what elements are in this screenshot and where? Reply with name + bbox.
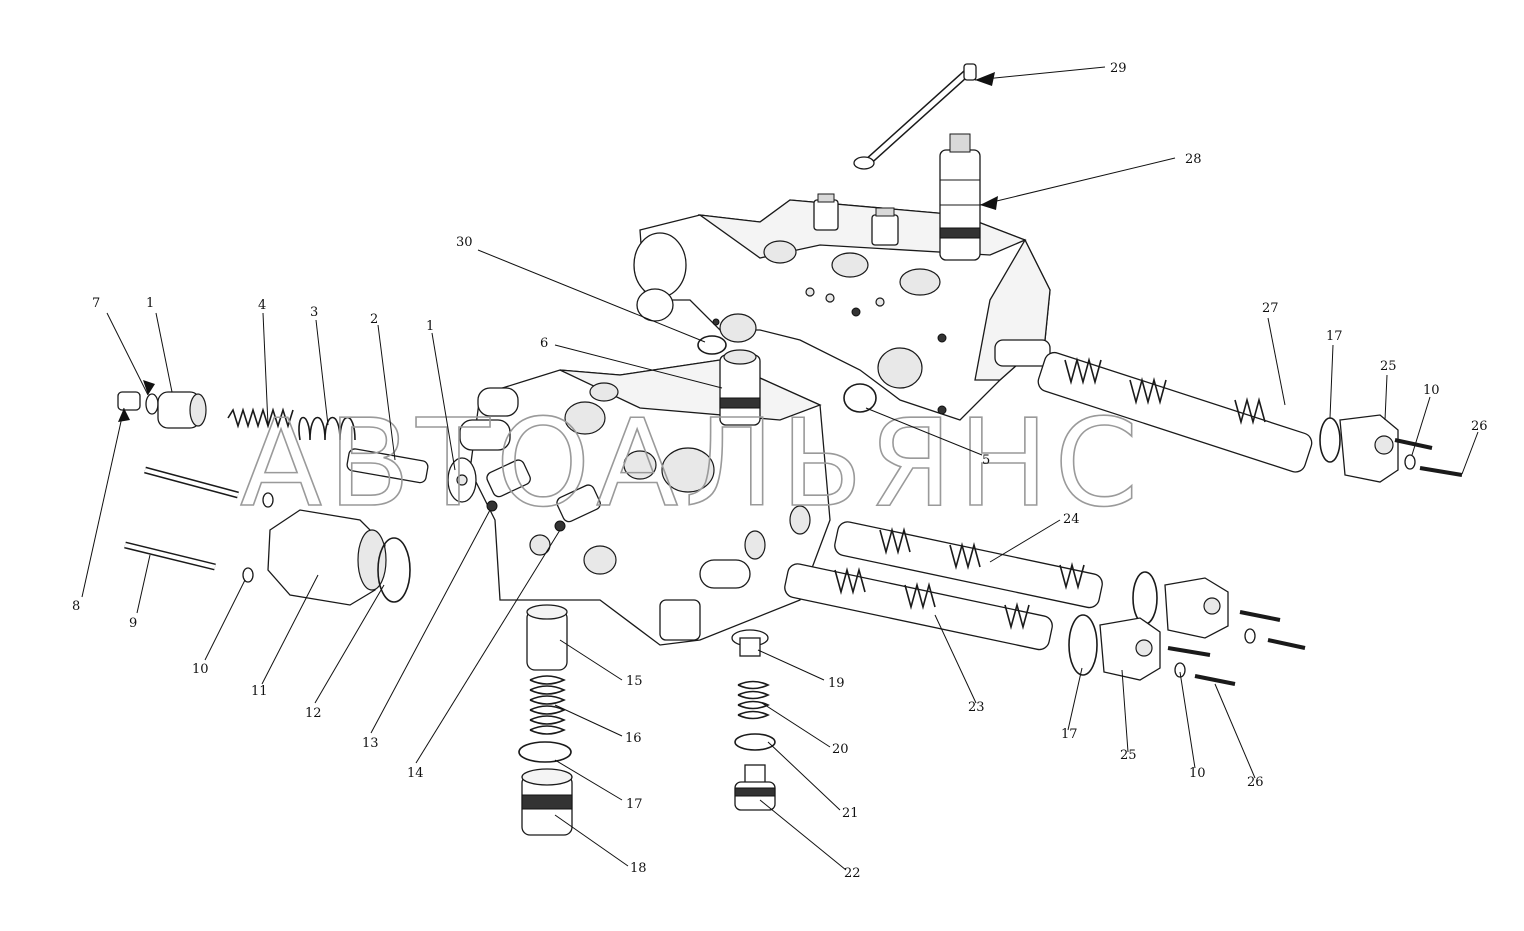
- callout-4: 4: [258, 298, 266, 313]
- callout-25-lower: 25: [1120, 748, 1137, 763]
- part-17-o-ring-lower-b: [1132, 571, 1158, 625]
- callout-27: 27: [1262, 301, 1279, 316]
- part-13-check-valve: [486, 459, 531, 512]
- callout-26-lower: 26: [1247, 775, 1264, 790]
- part-16-spring: [529, 675, 566, 735]
- callout-24: 24: [1063, 512, 1080, 527]
- callout-10-left: 10: [192, 662, 209, 677]
- callout-1-right: 1: [426, 319, 434, 334]
- part-11-housing: [267, 509, 387, 606]
- part-screw-top: [144, 466, 274, 508]
- callout-2: 2: [370, 312, 378, 327]
- part-15-piston: [526, 604, 568, 671]
- callout-5: 5: [982, 453, 990, 468]
- part-9-screw: [124, 541, 216, 571]
- part-17-o-ring-bottom: [518, 741, 572, 763]
- callout-25-upper: 25: [1380, 359, 1397, 374]
- part-10-washer-left: [242, 567, 254, 583]
- leader-lines: [81, 66, 1479, 871]
- part-24-spool: [834, 521, 1103, 609]
- watermark-text: АВТОАЛЬЯНС: [240, 395, 1144, 534]
- callout-19: 19: [828, 676, 845, 691]
- leader-arrowheads: [118, 72, 998, 422]
- part-1-cap-left: [157, 391, 207, 429]
- part-26-screw-lower-c: [1239, 610, 1281, 622]
- part-7-washer: [145, 393, 159, 415]
- callout-22: 22: [844, 866, 861, 881]
- part-26-screw-lower-a: [1167, 646, 1211, 657]
- callout-30: 30: [456, 235, 473, 250]
- callout-13: 13: [362, 736, 379, 751]
- callout-9: 9: [129, 616, 137, 631]
- part-26-screw-upper-a: [1394, 438, 1433, 450]
- part-21-o-ring: [734, 733, 776, 751]
- part-26-screw-lower-d: [1267, 638, 1306, 650]
- part-20-spring: [737, 680, 770, 720]
- part-25-end-cap-lower-a: [1099, 617, 1161, 681]
- part-23-spool: [784, 563, 1053, 651]
- part-12-o-ring: [377, 537, 411, 603]
- part-1-washer-right: [447, 457, 477, 503]
- callout-11: 11: [251, 684, 268, 699]
- part-2-spool-end: [346, 448, 429, 484]
- callout-18: 18: [630, 861, 647, 876]
- lower-valve-body: [459, 359, 831, 646]
- part-18-plug: [521, 768, 573, 836]
- part-30-o-ring: [697, 335, 727, 355]
- callout-8: 8: [72, 599, 80, 614]
- callout-17-upper: 17: [1326, 329, 1343, 344]
- callout-6: 6: [540, 336, 548, 351]
- part-29-bolt: [853, 63, 977, 170]
- callout-23: 23: [968, 700, 985, 715]
- part-5-o-ring: [843, 383, 877, 413]
- part-10-washer-upper: [1404, 454, 1416, 470]
- callout-15: 15: [626, 674, 643, 689]
- part-26-screw-upper-b: [1419, 466, 1463, 477]
- callout-10-lower: 10: [1189, 766, 1206, 781]
- callout-28: 28: [1185, 152, 1202, 167]
- callout-14: 14: [407, 766, 424, 781]
- part-14-check-valve: [554, 484, 601, 532]
- part-17-o-ring-lower: [1068, 614, 1098, 676]
- callout-16: 16: [625, 731, 642, 746]
- part-26-screw-lower-b: [1194, 674, 1236, 686]
- callout-12: 12: [305, 706, 322, 721]
- callout-29: 29: [1110, 61, 1127, 76]
- part-3-spring: [298, 416, 356, 441]
- part-22-plug: [734, 764, 776, 811]
- callout-17-lower: 17: [1061, 727, 1078, 742]
- callout-3: 3: [310, 305, 318, 320]
- part-19-cap: [731, 629, 769, 657]
- part-8-plug: [117, 391, 141, 411]
- callout-17-bottom: 17: [626, 797, 643, 812]
- part-10-washer-lower-a: [1174, 662, 1186, 678]
- part-25-end-cap-upper: [1339, 414, 1399, 483]
- callout-1-left: 1: [146, 296, 154, 311]
- part-28-relief-valve: [939, 133, 981, 261]
- callout-10-upper: 10: [1423, 383, 1440, 398]
- part-6-fitting: [719, 349, 761, 426]
- part-25-end-cap-lower-b: [1164, 577, 1229, 639]
- callout-labels: 29 28 30 27 17 25 10 26 7 1 4 3 2 1 6 5 …: [72, 61, 1488, 881]
- part-17-o-ring-upper: [1319, 417, 1341, 463]
- part-10-washer-lower-b: [1244, 628, 1256, 644]
- callout-20: 20: [832, 742, 849, 757]
- callout-7: 7: [92, 296, 100, 311]
- callout-26-upper: 26: [1471, 419, 1488, 434]
- part-4-spring: [227, 407, 294, 429]
- callout-21: 21: [842, 806, 859, 821]
- part-27-spool: [1037, 351, 1313, 473]
